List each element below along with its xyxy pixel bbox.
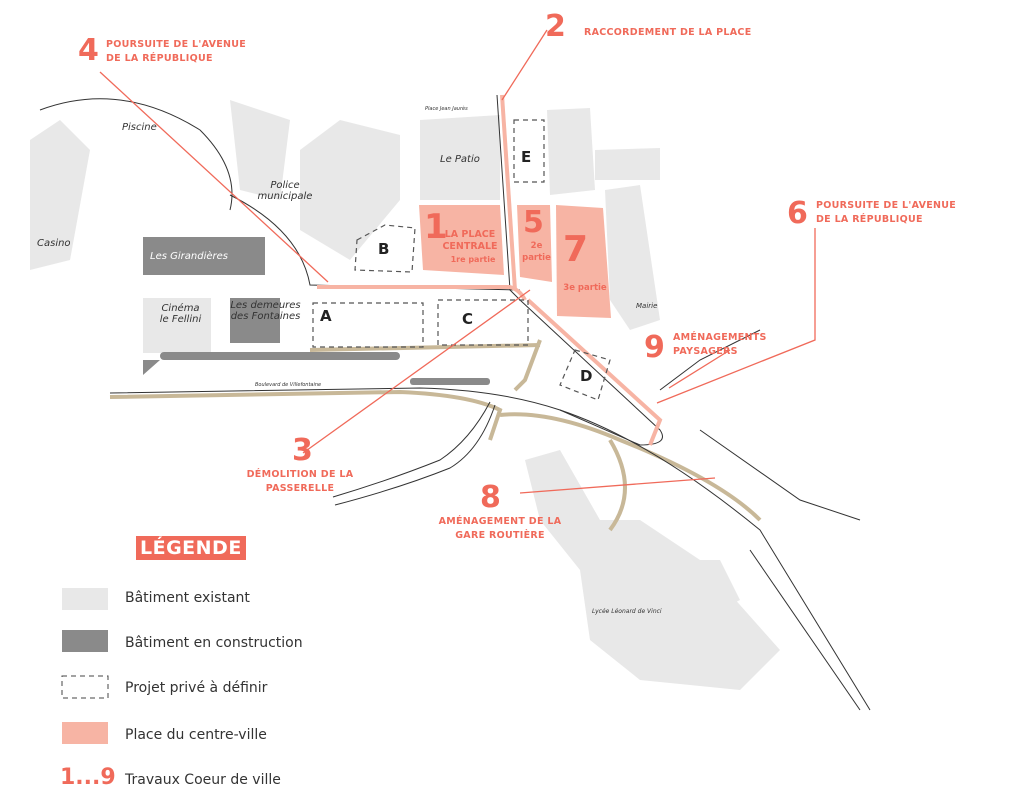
paths xyxy=(109,339,762,532)
lot-d: D xyxy=(580,367,593,385)
construction-buildings xyxy=(143,237,490,385)
label-demeures: Les demeures des Fontaines xyxy=(230,300,301,322)
callout-3-number: 3 xyxy=(292,433,313,468)
label-lycee: Lycée Léonard de Vinci xyxy=(592,608,662,615)
place-7-number: 7 xyxy=(563,229,589,270)
callout-8-number: 8 xyxy=(480,480,501,515)
legend-label-place: Place du centre-ville xyxy=(125,727,267,743)
existing-buildings xyxy=(30,100,780,690)
place-areas xyxy=(419,205,611,318)
callout-lines xyxy=(99,29,816,494)
legend-swatch-place xyxy=(62,722,108,744)
avenue-works xyxy=(317,94,663,446)
legend-swatch-existing xyxy=(62,588,108,610)
lot-b: B xyxy=(378,240,390,258)
lot-e: E xyxy=(521,148,532,166)
callout-6-number: 6 xyxy=(787,196,808,231)
legend-swatch-construction xyxy=(62,630,108,652)
place-1-sub: 1re partie xyxy=(450,255,496,264)
callout-4-text: POURSUITE DE L'AVENUE DE LA RÉPUBLIQUE xyxy=(106,39,247,64)
callout-9-text: AMÉNAGEMENTS PAYSAGERS xyxy=(673,332,767,357)
callout-2-text: RACCORDEMENT DE LA PLACE xyxy=(584,27,752,38)
label-cinema: Cinéma le Fellini xyxy=(159,303,202,325)
label-mairie: Mairie xyxy=(636,302,658,310)
callout-8-text: AMÉNAGEMENT DE LA GARE ROUTIÈRE xyxy=(438,516,562,541)
legend-label-private: Projet privé à définir xyxy=(125,680,268,696)
place-5-sub: 2e partie xyxy=(522,241,551,263)
place-5-number: 5 xyxy=(523,205,544,240)
callout-4-number: 4 xyxy=(78,33,99,68)
legend-label-existing: Bâtiment existant xyxy=(125,590,250,606)
label-police: Police municipale xyxy=(257,180,313,202)
label-casino: Casino xyxy=(37,238,71,249)
private-projects xyxy=(312,119,611,401)
place-1-title: LA PLACE CENTRALE xyxy=(442,229,498,252)
legend-swatch-private xyxy=(61,675,109,699)
label-boulevard: Boulevard de Villefontaine xyxy=(255,382,322,388)
legend-symbol-numbers: 1...9 xyxy=(60,765,116,790)
label-le-patio: Le Patio xyxy=(440,154,480,165)
lot-c: C xyxy=(462,310,474,328)
callout-6-text: POURSUITE DE L'AVENUE DE LA RÉPUBLIQUE xyxy=(816,200,957,225)
callout-9-number: 9 xyxy=(644,330,665,365)
legend-label-construction: Bâtiment en construction xyxy=(125,635,303,651)
label-place-jean-jaures: Place Jean Jaurès xyxy=(425,106,468,112)
label-girandieres: Les Girandières xyxy=(150,251,228,262)
place-7-sub: 3e partie xyxy=(563,283,607,293)
lot-a: A xyxy=(320,307,332,325)
legend-label-works: Travaux Coeur de ville xyxy=(125,772,281,788)
label-piscine: Piscine xyxy=(122,122,157,133)
place-1-number: 1 xyxy=(424,207,448,247)
roads xyxy=(39,94,871,711)
legend-title: LÉGENDE xyxy=(136,536,246,560)
callout-2-number: 2 xyxy=(545,9,566,44)
callout-3-text: DÉMOLITION DE LA PASSERELLE xyxy=(246,469,354,494)
